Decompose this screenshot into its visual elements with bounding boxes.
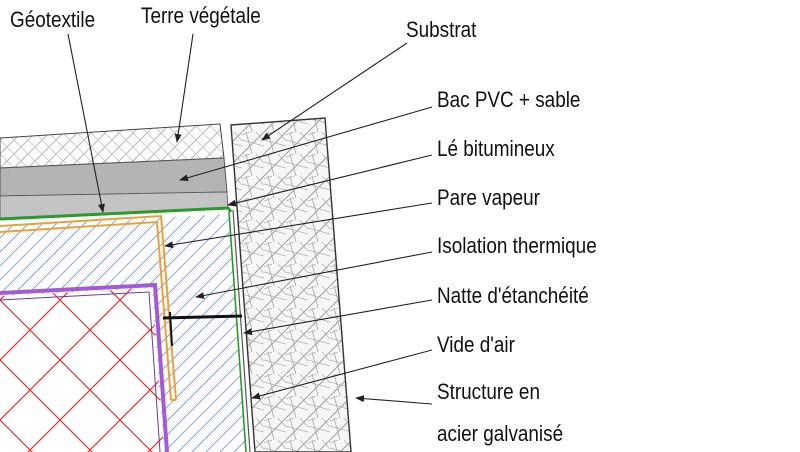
leader-vide-air xyxy=(251,349,433,400)
label-pare-vapeur: Pare vapeur xyxy=(437,186,540,211)
label-bac-pvc: Bac PVC + sable xyxy=(437,88,580,113)
label-geotextile: Géotextile xyxy=(10,8,95,33)
label-vide-air: Vide d'air xyxy=(437,333,515,358)
leader-natte xyxy=(243,299,433,336)
label-structure-line-2: acier galvanisé xyxy=(437,422,563,447)
leader-isolation xyxy=(195,251,433,299)
label-isolation-thermique: Isolation thermique xyxy=(437,234,597,259)
wall-outer-line-1 xyxy=(228,211,247,452)
steel-structure-body xyxy=(0,288,164,452)
leader-terre-vegetale xyxy=(174,33,194,143)
leader-lines xyxy=(67,33,433,405)
label-structure-line-1: Structure en xyxy=(437,380,540,405)
leader-substrat xyxy=(261,42,408,141)
label-natte-etancheite: Natte d'étanchéité xyxy=(437,284,589,309)
natte-etancheite-membrane xyxy=(0,282,169,452)
leader-pare-vapeur xyxy=(164,202,433,249)
label-le-bitumineux: Lé bitumineux xyxy=(437,137,555,162)
leader-geotextile xyxy=(67,33,105,213)
leader-le-bitumineux xyxy=(227,154,433,207)
label-substrat: Substrat xyxy=(406,18,477,43)
connector-tick xyxy=(169,311,173,347)
wall-outer-line-2 xyxy=(232,209,251,452)
natte-etancheite-membrane-inner xyxy=(0,291,161,452)
leader-structure xyxy=(355,395,433,405)
leader-bac-pvc xyxy=(179,106,433,182)
label-terre-vegetale: Terre végétale xyxy=(141,4,261,29)
substrat-panel xyxy=(230,117,352,452)
pare-vapeur-line-inner xyxy=(0,220,172,401)
geotextile-layer xyxy=(0,206,233,221)
connector-bar xyxy=(162,314,243,320)
